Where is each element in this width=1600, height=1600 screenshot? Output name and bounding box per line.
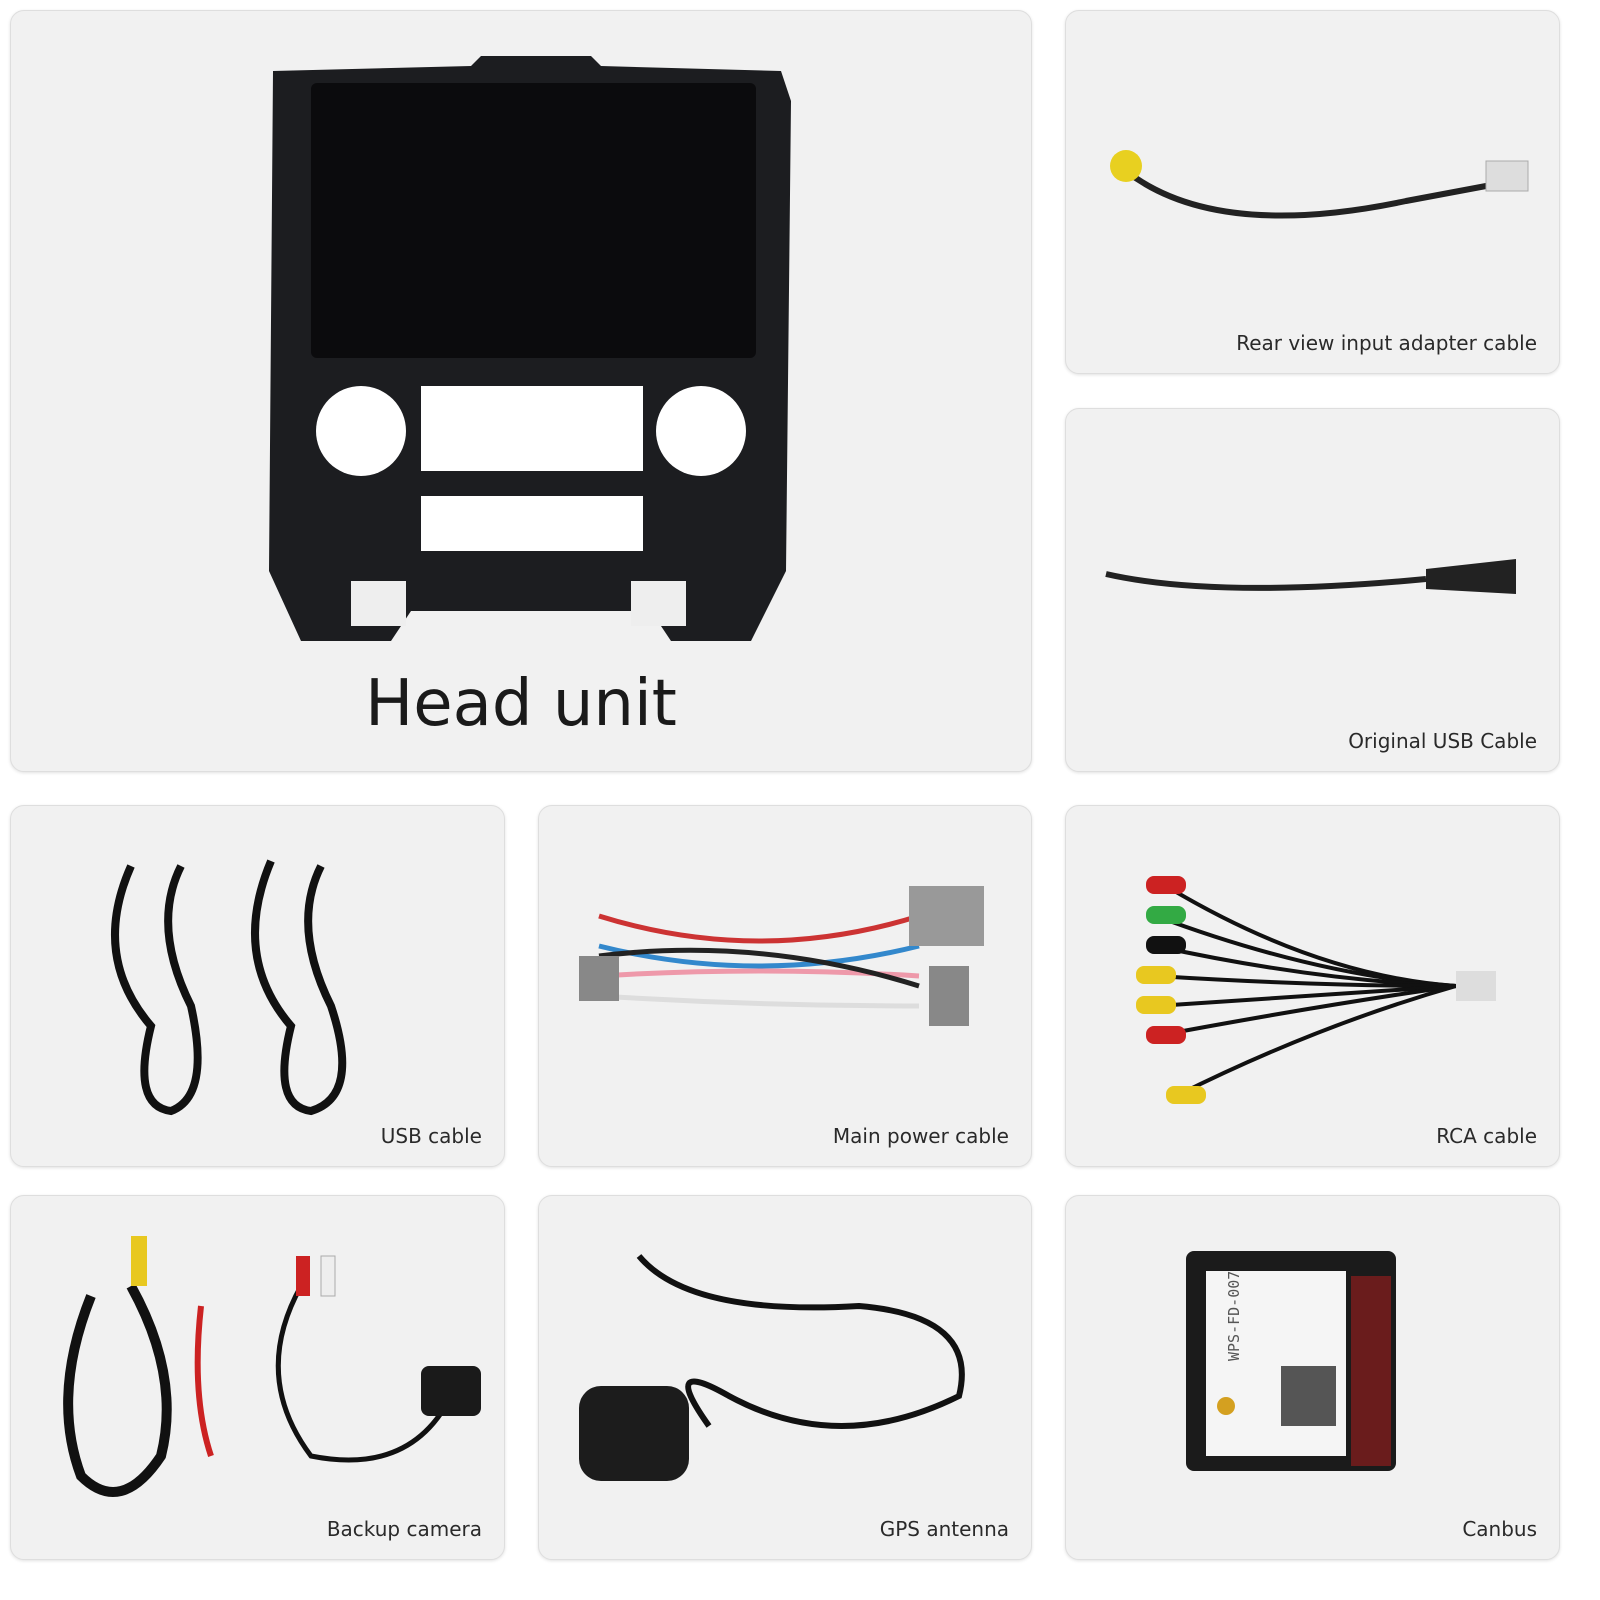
- panel-gps-antenna: GPS antenna: [538, 1195, 1032, 1560]
- item-label: Original USB Cable: [1348, 729, 1537, 753]
- item-label: Head unit: [365, 667, 677, 741]
- panel-usb-cable: USB cable: [10, 805, 505, 1167]
- item-label: Canbus: [1462, 1517, 1537, 1541]
- item-label: USB cable: [380, 1124, 482, 1148]
- panel-canbus: WPS-FD-007 Canbus: [1065, 1195, 1560, 1560]
- item-label: Main power cable: [832, 1124, 1009, 1148]
- canbus-box-image: WPS-FD-007: [1186, 1251, 1396, 1471]
- item-label: GPS antenna: [879, 1517, 1009, 1541]
- item-label: Rear view input adapter cable: [1236, 331, 1537, 355]
- head-unit-image: [269, 56, 791, 641]
- panel-backup-camera: Backup camera: [10, 1195, 505, 1560]
- panel-head-unit: Head unit: [10, 10, 1032, 772]
- usb-cables-image: [111, 859, 347, 1116]
- usb-cable-image: [1105, 559, 1516, 594]
- canbus-sticker-label: WPS-FD-007: [1225, 1271, 1243, 1361]
- rca-cable-image: [1136, 876, 1496, 1104]
- panel-main-power: Main power cable: [538, 805, 1032, 1167]
- panel-original-usb: Original USB Cable: [1065, 408, 1560, 772]
- panel-rear-view-adapter: Rear view input adapter cable: [1065, 10, 1560, 374]
- item-label: RCA cable: [1436, 1124, 1537, 1148]
- item-label: Backup camera: [326, 1517, 482, 1541]
- backup-camera-image: [63, 1236, 481, 1497]
- gps-antenna-image: [579, 1254, 965, 1481]
- wire-harness-image: [579, 886, 984, 1026]
- panel-rca-cable: RCA cable: [1065, 805, 1560, 1167]
- rca-adapter-cable-image: [1110, 150, 1529, 219]
